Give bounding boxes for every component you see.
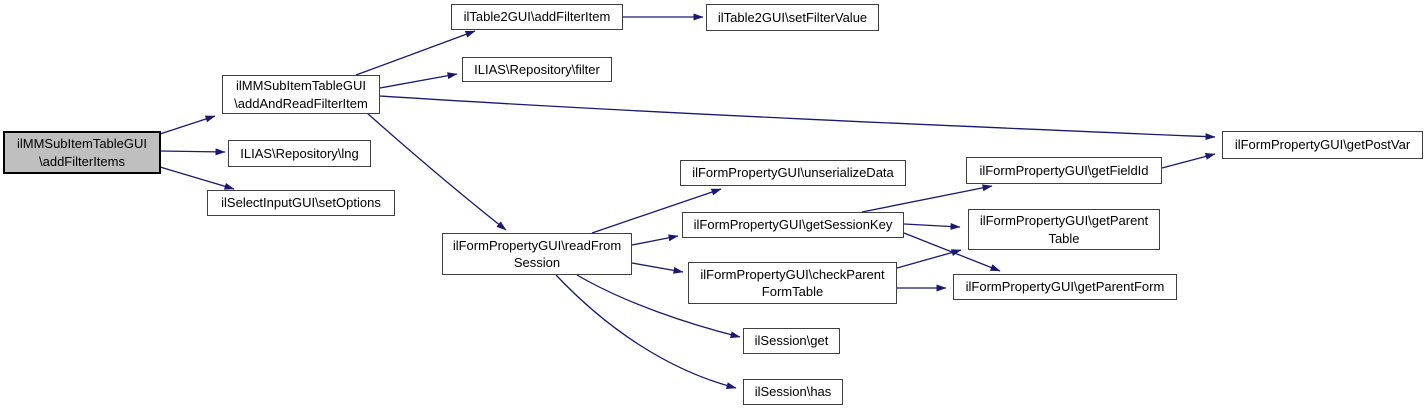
edge-ilFormPropertyGUI-readFromSession-to-ilFormPropertyGUI-unserializeData — [591, 188, 722, 234]
edge-ilFormPropertyGUI-getFieldId-to-ilFormPropertyGUI-getPostVar — [1161, 153, 1216, 169]
node-label: ilMMSubItemTableGUI \addFilterItems — [16, 136, 148, 169]
node-label: ILIAS\Repository\filter — [474, 61, 600, 77]
edge-ilFormPropertyGUI-readFromSession-to-ilSession-has — [555, 274, 737, 390]
node-label: ilFormPropertyGUI\getSessionKey — [693, 217, 893, 233]
node-ILIAS-Repository-filter[interactable]: ILIAS\Repository\filter — [462, 57, 612, 82]
node-ilMMSubItemTableGUI-addFilterItems: ilMMSubItemTableGUI \addFilterItems — [3, 131, 161, 174]
edge-ilMMSubItemTableGUI-addAndReadFilterItem-to-ilFormPropertyGUI-readFromSession — [366, 112, 507, 231]
node-ilTable2GUI-addFilterItem[interactable]: ilTable2GUI\addFilterItem — [451, 4, 623, 30]
edge-ilFormPropertyGUI-readFromSession-to-ilFormPropertyGUI-getSessionKey — [631, 234, 679, 246]
node-label: ilFormPropertyGUI\checkParent FormTable — [700, 266, 885, 299]
edge-ilFormPropertyGUI-checkParentFormTable-to-ilFormPropertyGUI-getParentTable — [896, 249, 962, 269]
node-label: ilSelectInputGUI\setOptions — [221, 195, 381, 211]
node-ilFormPropertyGUI-getPostVar[interactable]: ilFormPropertyGUI\getPostVar — [1222, 131, 1423, 159]
edge-ilFormPropertyGUI-getSessionKey-to-ilFormPropertyGUI-getParentTable — [903, 222, 961, 230]
node-label: ILIAS\Repository\lng — [240, 145, 359, 161]
node-ilFormPropertyGUI-readFromSession[interactable]: ilFormPropertyGUI\readFrom Session — [442, 233, 632, 275]
node-ilFormPropertyGUI-unserializeData[interactable]: ilFormPropertyGUI\unserializeData — [680, 160, 906, 186]
edge-group — [159, 13, 1216, 390]
node-label: ilSession\has — [754, 384, 832, 400]
node-label: ilFormPropertyGUI\unserializeData — [692, 165, 894, 181]
node-ilFormPropertyGUI-getParentForm[interactable]: ilFormPropertyGUI\getParentForm — [953, 274, 1177, 300]
node-label: ilMMSubItemTableGUI \addAndReadFilterIte… — [234, 78, 368, 111]
node-ilFormPropertyGUI-getParentTable[interactable]: ilFormPropertyGUI\getParent Table — [968, 209, 1160, 250]
node-label: ilFormPropertyGUI\getFieldId — [979, 162, 1149, 178]
node-ilSession-get[interactable]: ilSession\get — [743, 328, 840, 354]
node-label: ilFormPropertyGUI\getParentForm — [965, 279, 1165, 295]
edge-ilFormPropertyGUI-readFromSession-to-ilSession-get — [576, 274, 741, 339]
node-label: ilFormPropertyGUI\getParent Table — [979, 213, 1149, 246]
node-ilTable2GUI-setFilterValue[interactable]: ilTable2GUI\setFilterValue — [706, 4, 879, 31]
node-ilFormPropertyGUI-getSessionKey[interactable]: ilFormPropertyGUI\getSessionKey — [682, 212, 904, 238]
edge-ilMMSubItemTableGUI-addFilterItems-to-ilSelectInputGUI-setOptions — [159, 166, 235, 190]
edge-ilFormPropertyGUI-getSessionKey-to-ilFormPropertyGUI-getFieldId — [861, 184, 993, 213]
edge-ilMMSubItemTableGUI-addAndReadFilterItem-to-ilTable2GUI-addFilterItem — [355, 30, 476, 76]
node-ilSession-has[interactable]: ilSession\has — [743, 379, 843, 405]
node-ilMMSubItemTableGUI-addAndReadFilterItem[interactable]: ilMMSubItemTableGUI \addAndReadFilterIte… — [222, 75, 380, 114]
edge-ilMMSubItemTableGUI-addAndReadFilterItem-to-ILIAS-Repository-filter — [379, 72, 458, 89]
node-label: ilTable2GUI\addFilterItem — [463, 9, 611, 25]
node-ilFormPropertyGUI-getFieldId[interactable]: ilFormPropertyGUI\getFieldId — [966, 157, 1162, 184]
node-label: ilFormPropertyGUI\getPostVar — [1234, 137, 1411, 153]
node-label: ilTable2GUI\setFilterValue — [717, 9, 868, 25]
edge-ilMMSubItemTableGUI-addFilterItems-to-ilMMSubItemTableGUI-addAndReadFilterItem — [159, 115, 216, 135]
node-ilSelectInputGUI-setOptions[interactable]: ilSelectInputGUI\setOptions — [207, 190, 395, 216]
node-label: ilSession\get — [754, 333, 829, 349]
node-ilFormPropertyGUI-checkParentFormTable[interactable]: ilFormPropertyGUI\checkParent FormTable — [688, 262, 897, 304]
edge-ilMMSubItemTableGUI-addFilterItems-to-ILIAS-Repository-lng — [159, 148, 226, 156]
node-label: ilFormPropertyGUI\readFrom Session — [452, 237, 622, 270]
edge-ilMMSubItemTableGUI-addAndReadFilterItem-to-ilFormPropertyGUI-getPostVar — [379, 95, 1216, 141]
node-ILIAS-Repository-lng[interactable]: ILIAS\Repository\lng — [228, 140, 371, 167]
edge-ilFormPropertyGUI-readFromSession-to-ilFormPropertyGUI-checkParentFormTable — [631, 262, 684, 274]
